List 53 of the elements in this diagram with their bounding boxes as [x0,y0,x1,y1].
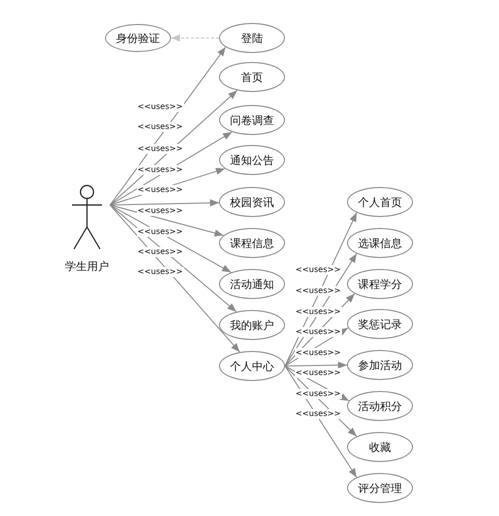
use-case-ellipse [347,269,413,299]
edge-label: <<uses>> [294,409,342,419]
edge-label: <<uses>> [294,389,342,399]
use-case-name: 登陆 [241,30,263,46]
edge-label: <<uses>> [136,227,184,237]
use-case-name: 活动积分 [358,398,402,414]
edge-label: <<uses>> [294,265,342,275]
edge-label: <<uses>> [294,368,342,378]
edge-label: <<uses>> [294,348,342,358]
edge-label: <<uses>> [136,185,184,195]
use-case-name: 活动通知 [230,276,274,292]
use-case-ellipse [219,269,285,299]
use-case-ellipse [219,105,285,135]
use-case-name: 评分管理 [358,480,402,496]
use-case-ellipse [219,228,285,258]
edge-label: <<uses>> [136,165,184,175]
edge-label: <<uses>> [136,247,184,257]
use-case-ellipse [219,310,285,340]
use-case-name: 收藏 [369,440,391,454]
edge-label: <<uses>> [294,327,342,337]
edge-label: <<uses>> [136,267,184,277]
use-case-name: 校园资讯 [230,194,274,210]
edge-label: <<uses>> [294,286,342,296]
arrow [110,204,224,237]
use-case-name: 选课信息 [358,236,402,250]
edge-label: <<uses>> [136,206,184,216]
use-case-name: 身份验证 [116,30,160,46]
use-case-name: 个人中心 [230,358,274,374]
arrow [110,204,240,353]
edge-label: <<uses>> [136,144,184,154]
use-case-ellipse [347,309,413,339]
arrow [110,199,220,206]
use-case-name: 课程学分 [358,276,402,292]
use-case-name: 个人首页 [358,194,402,210]
use-case-ellipse [347,432,413,462]
use-case-ellipse [219,351,285,381]
use-case-ellipse [219,23,285,53]
use-case-name: 参加活动 [358,358,402,372]
use-case-ellipse [347,228,413,258]
use-case-name: 奖惩记录 [358,316,402,332]
use-case-name: 首页 [241,70,263,84]
use-case-name: 我的账户 [230,318,274,332]
use-case-name: 课程信息 [230,236,274,250]
actor-name: 学生用户 [64,259,110,274]
edge-label: <<uses>> [136,122,184,132]
edge-label: <<uses>> [136,102,184,112]
use-case-ellipse [219,145,285,175]
edge-label: <<uses>> [294,307,342,317]
use-case-ellipse [347,391,413,421]
use-case-name: 问卷调查 [230,112,274,128]
use-case-name: 通知公告 [230,152,274,168]
arrow [284,362,348,369]
dashed-arrow [170,34,220,42]
